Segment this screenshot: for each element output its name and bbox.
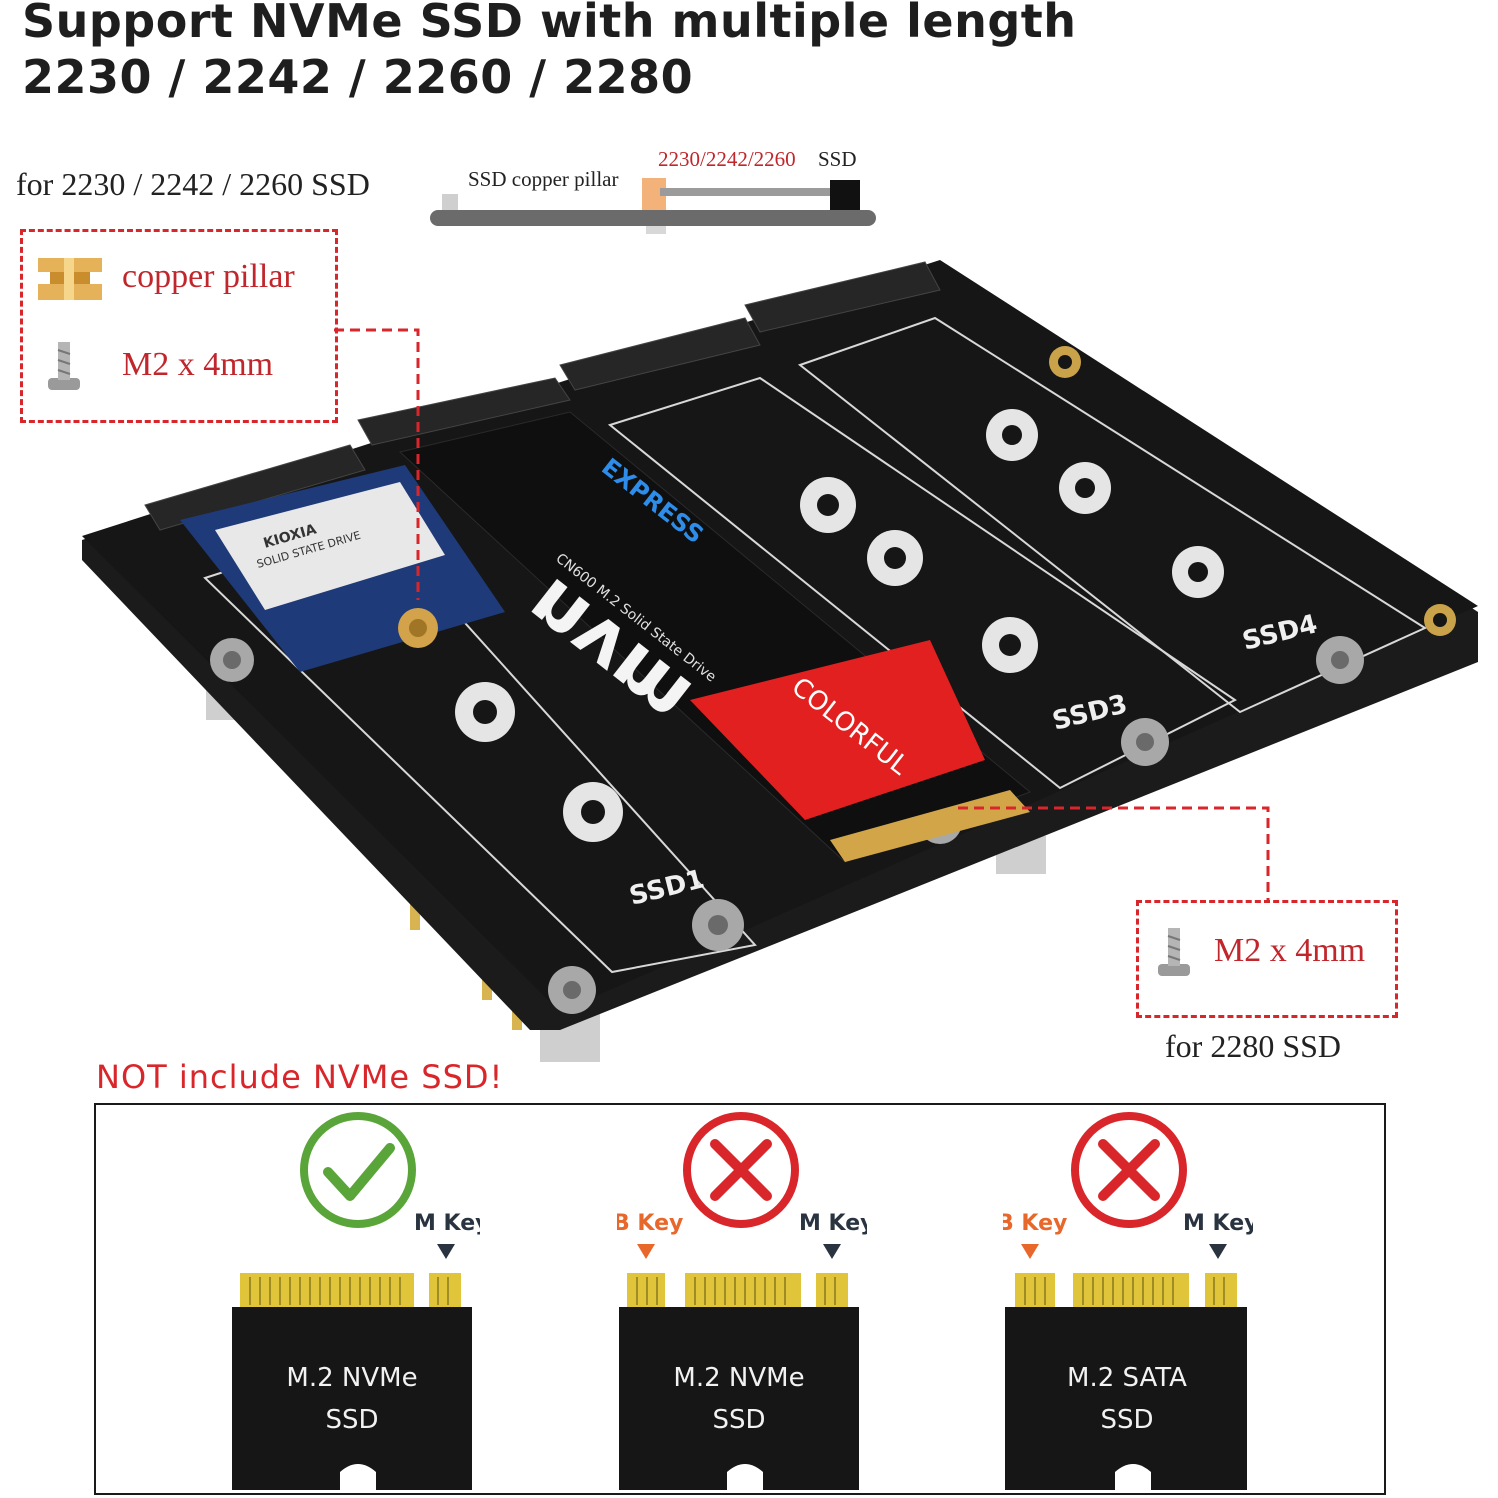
- not-included-notice: NOT include NVMe SSD!: [96, 1058, 504, 1096]
- b-key-arrow-icon: [637, 1244, 655, 1259]
- m-key-label: M Key: [1183, 1211, 1253, 1236]
- connector: [744, 261, 941, 333]
- screw-icon-bottom: [1158, 928, 1190, 976]
- key-compatibility-panel: [94, 1103, 1386, 1495]
- callout-line-top: [334, 328, 420, 600]
- card-3-line-1: M.2 SATA: [1067, 1363, 1187, 1393]
- headline-line-2: 2230 / 2242 / 2260 / 2280: [22, 50, 694, 104]
- headline-line-1: Support NVMe SSD with multiple length: [22, 0, 1077, 48]
- base-board-bar: [430, 210, 876, 226]
- board-illustration: KIOXIA SOLID STATE DRIVE nvm EXPRESS CN6…: [82, 260, 1478, 1062]
- small-ssd: KIOXIA SOLID STATE DRIVE: [180, 465, 505, 672]
- cross-circle-icon: [683, 1112, 799, 1228]
- ssd-size-caption: 2230/2242/2260: [658, 147, 796, 171]
- connector-block: [830, 180, 860, 210]
- card-2-line-2: SSD: [712, 1405, 765, 1435]
- b-key-label: B Key: [1003, 1211, 1067, 1236]
- long-ssd-caption: for 2280 SSD: [1165, 1028, 1342, 1064]
- card-2-line-1: M.2 NVMe: [673, 1363, 804, 1393]
- card-1-line-1: M.2 NVMe: [286, 1363, 417, 1393]
- screw-icon-top: [48, 342, 80, 390]
- short-ssd-caption: for 2230 / 2242 / 2260 SSD: [16, 166, 370, 202]
- b-key-arrow-icon: [1021, 1244, 1039, 1259]
- card-bm-key-sata: B Key M Key M.2 SATA SSD: [1003, 1112, 1253, 1492]
- m-key-label: M Key: [414, 1211, 480, 1236]
- m-key-arrow-icon: [1209, 1244, 1227, 1259]
- m-key-arrow-icon: [823, 1244, 841, 1259]
- legend-box-bottom: [1136, 900, 1398, 1018]
- m-key-label: M Key: [799, 1211, 867, 1236]
- connector: [144, 444, 366, 531]
- ssd-word: SSD: [818, 147, 857, 171]
- ssd-side-bar: [660, 188, 860, 196]
- b-key-label: B Key: [617, 1211, 683, 1236]
- m-key-arrow-icon: [437, 1244, 455, 1259]
- checkmark-icon: [323, 1143, 395, 1201]
- check-circle-icon: [300, 1112, 416, 1228]
- cross-circle-icon: [1071, 1112, 1187, 1228]
- left-post: [442, 194, 458, 210]
- legend-box-top: [20, 229, 338, 423]
- copper-pillar-label: copper pillar: [122, 258, 295, 295]
- card-1-line-2: SSD: [325, 1405, 378, 1435]
- connector: [357, 377, 571, 446]
- mount-side-diagram: SSD copper pillar 2230/2242/2260 SSD: [430, 147, 876, 234]
- slot-outline-ssd4: [797, 316, 1428, 714]
- pillar-screw-bottom: [646, 226, 666, 234]
- card-mkey-nvme: M Key M.2 NVMe SSD: [232, 1112, 480, 1492]
- header-pin: [410, 890, 420, 930]
- copper-pillar-icon: [38, 258, 102, 300]
- connector: [559, 317, 761, 391]
- callout-line-bottom: [958, 806, 1270, 900]
- card-3-line-2: SSD: [1100, 1405, 1153, 1435]
- screw-label-bottom: M2 x 4mm: [1214, 932, 1366, 969]
- large-ssd: nvm EXPRESS CN600 M.2 Solid State Drive …: [398, 411, 1031, 863]
- card-bm-key-nvme: B Key M Key M.2 NVMe SSD: [617, 1112, 867, 1492]
- screw-label-top: M2 x 4mm: [122, 346, 274, 383]
- pillar-caption: SSD copper pillar: [468, 167, 618, 191]
